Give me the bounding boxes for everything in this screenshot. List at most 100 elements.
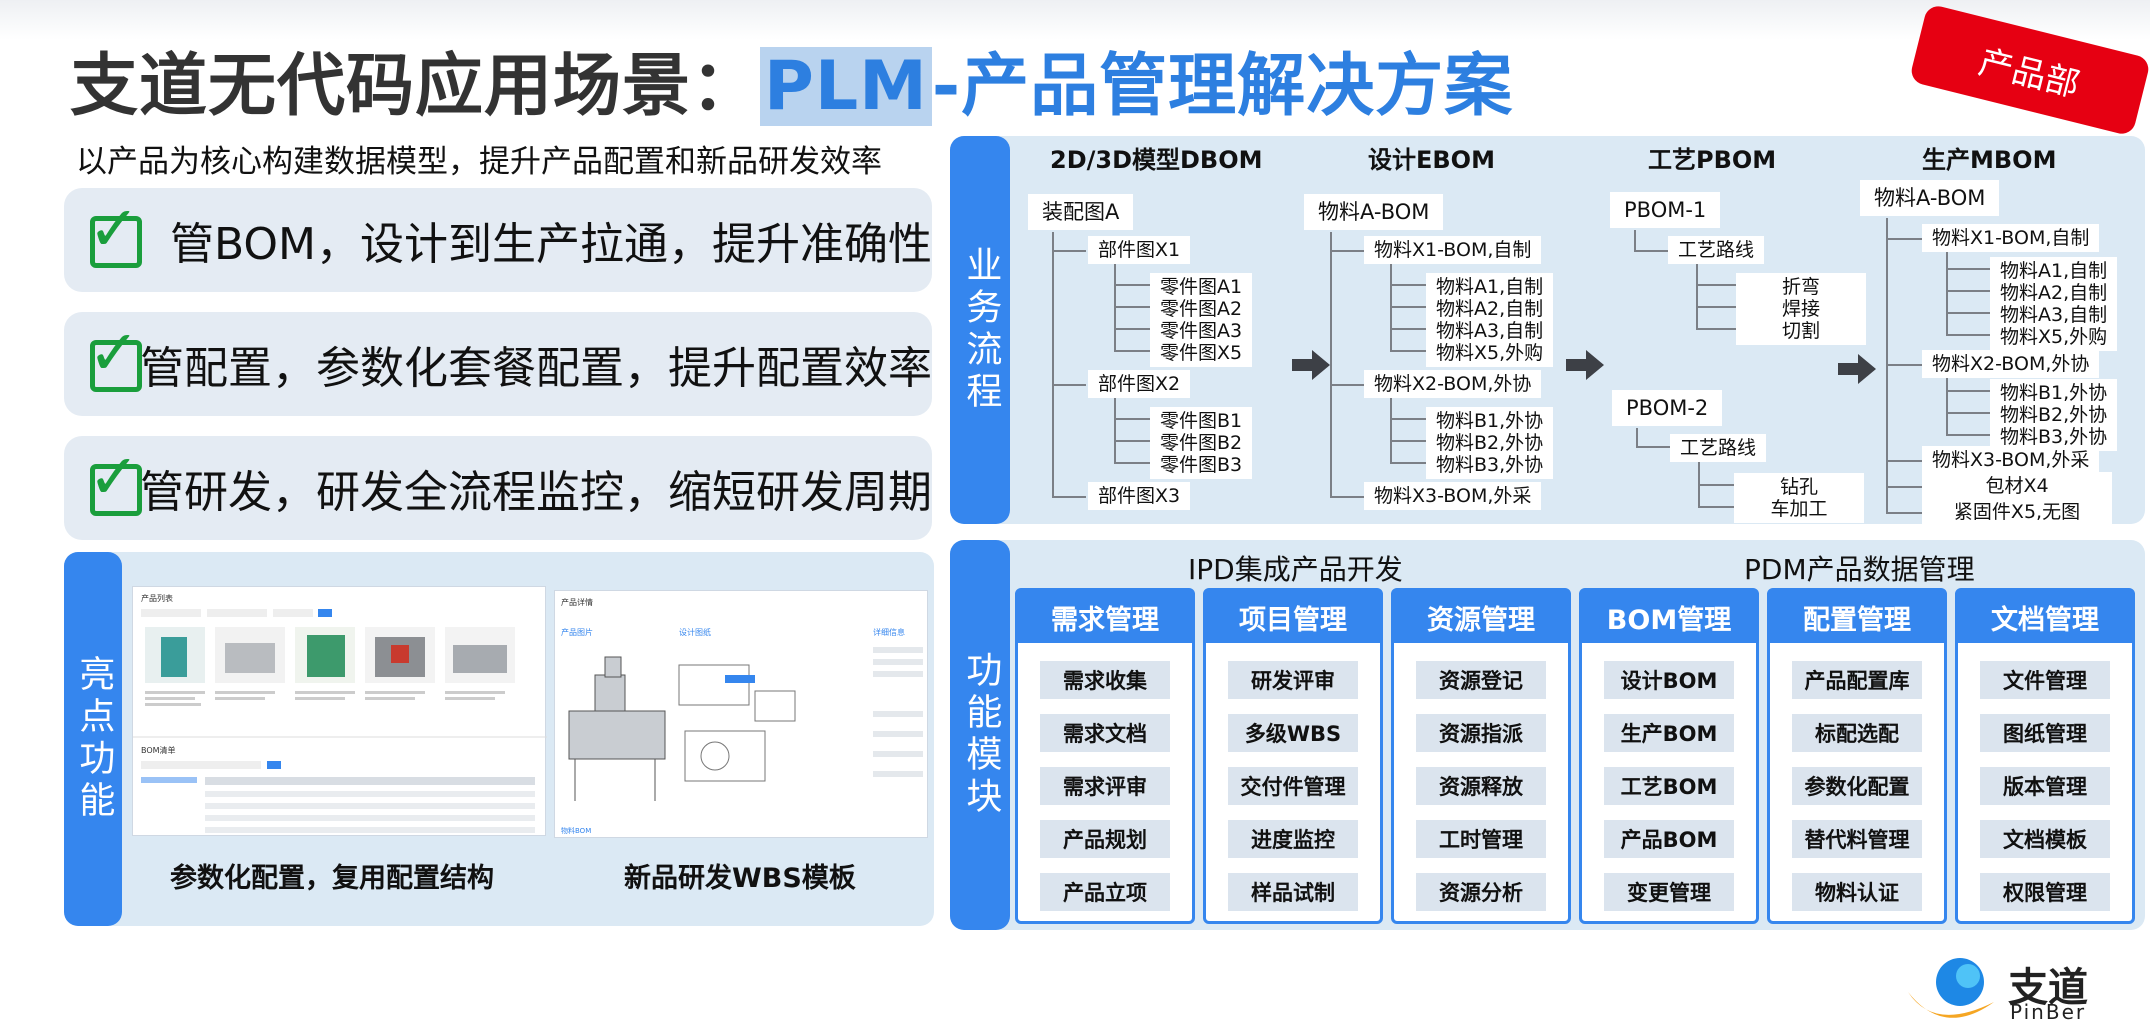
- caption-wbs: 新品研发WBS模板: [624, 863, 856, 894]
- ebom-x3: 物料X3-BOM,外采: [1364, 482, 1542, 510]
- group-pdm: PDM产品数据管理: [1744, 553, 1975, 586]
- screenshot-product-detail: 产品详情 产品图片 设计图纸 详细信息 物料BOM: [554, 590, 928, 838]
- modules-side-label: 功能模块: [950, 540, 1010, 930]
- module-item: 工时管理: [1416, 820, 1546, 858]
- module-item: 工艺BOM: [1604, 767, 1734, 805]
- logo-name: 支道: [2008, 965, 2088, 1011]
- mbom-part: 物料X5,外购: [1990, 323, 2118, 351]
- pinber-logo-icon: [1908, 958, 1994, 1018]
- mbom-x2: 物料X2-BOM,外协: [1922, 350, 2100, 378]
- module-item: 版本管理: [1980, 767, 2110, 805]
- module-resources: 资源管理 资源登记 资源指派 资源释放 工时管理 资源分析: [1391, 588, 1571, 924]
- pbom-2: PBOM-2: [1612, 390, 1723, 426]
- module-item: 变更管理: [1604, 873, 1734, 911]
- shot1-bom-title: BOM清单: [141, 745, 176, 755]
- logo-latin: PinBer: [2010, 1000, 2087, 1024]
- ebom-x1: 物料X1-BOM,自制: [1364, 236, 1542, 264]
- feature-bom: ✓ 管BOM，设计到生产拉通，提升准确性: [64, 188, 932, 292]
- dbom-part: 零件图X5: [1150, 339, 1253, 367]
- arrow-right-icon: [1292, 350, 1330, 380]
- pbom-step: 切割: [1736, 317, 1866, 345]
- column-header-pbom: 工艺PBOM: [1648, 146, 1777, 174]
- module-item: 文档模板: [1980, 820, 2110, 858]
- column-header-ebom: 设计EBOM: [1368, 146, 1495, 174]
- module-bom: BOM管理 设计BOM 生产BOM 工艺BOM 产品BOM 变更管理: [1579, 588, 1759, 924]
- checkbox-icon: ✓: [88, 322, 142, 392]
- module-title: BOM管理: [1582, 591, 1756, 643]
- module-title: 文档管理: [1958, 591, 2132, 643]
- module-config: 配置管理 产品配置库 标配选配 参数化配置 替代料管理 物料认证: [1767, 588, 1947, 924]
- column-header-mbom: 生产MBOM: [1922, 146, 2057, 174]
- side-label-text: 亮点功能: [73, 655, 115, 823]
- dbom-x3: 部件图X3: [1088, 482, 1191, 510]
- ebom-part: 物料B3,外协: [1426, 451, 1554, 479]
- module-item: 资源指派: [1416, 714, 1546, 752]
- feature-text: 管研发，研发全流程监控，缩短研发周期: [140, 467, 932, 518]
- module-item: 交付件管理: [1228, 767, 1358, 805]
- ebom-x2: 物料X2-BOM,外协: [1364, 370, 1542, 398]
- module-item: 替代料管理: [1792, 820, 1922, 858]
- ebom-part: 物料X5,外购: [1426, 339, 1554, 367]
- product-detail-mockup: 产品详情 产品图片 设计图纸 详细信息 物料BOM: [561, 597, 923, 835]
- side-label-text: 功能模块: [960, 651, 1002, 819]
- module-item: 产品配置库: [1792, 661, 1922, 699]
- module-item: 资源分析: [1416, 873, 1546, 911]
- module-item: 文件管理: [1980, 661, 2110, 699]
- module-item: 需求评审: [1040, 767, 1170, 805]
- column-header-dbom: 2D/3D模型DBOM: [1050, 146, 1263, 174]
- module-item: 设计BOM: [1604, 661, 1734, 699]
- checkbox-icon: ✓: [88, 198, 150, 268]
- module-item: 标配选配: [1792, 714, 1922, 752]
- module-item: 产品BOM: [1604, 820, 1734, 858]
- mbom-x4: 包材X4: [1922, 472, 2112, 500]
- module-item: 产品立项: [1040, 873, 1170, 911]
- feature-config: ✓ 管配置，参数化套餐配置，提升配置效率: [64, 312, 932, 416]
- pbom-1: PBOM-1: [1610, 192, 1721, 228]
- dbom-x1: 部件图X1: [1088, 236, 1191, 264]
- module-title: 资源管理: [1394, 591, 1568, 643]
- pbom-route-1: 工艺路线: [1668, 236, 1765, 264]
- module-title: 配置管理: [1770, 591, 1944, 643]
- shot2-img-label: 产品图片: [561, 627, 593, 637]
- shot1-title: 产品列表: [141, 593, 173, 603]
- module-title: 需求管理: [1018, 591, 1192, 643]
- title-suffix: -产品管理解决方案: [931, 47, 1514, 126]
- shot2-title: 产品详情: [561, 597, 593, 607]
- pbom-step: 车加工: [1734, 495, 1864, 523]
- subtitle: 以产品为核心构建数据模型，提升产品配置和新品研发效率: [76, 144, 882, 180]
- screenshot-product-list: 产品列表 BOM清单: [132, 586, 547, 836]
- module-item: 进度监控: [1228, 820, 1358, 858]
- caption-config: 参数化配置，复用配置结构: [170, 863, 494, 894]
- module-requirements: 需求管理 需求收集 需求文档 需求评审 产品规划 产品立项: [1015, 588, 1195, 924]
- business-side-label: 业务流程: [950, 136, 1010, 524]
- module-item: 权限管理: [1980, 873, 2110, 911]
- shot2-bom-label: 物料BOM: [561, 826, 591, 835]
- module-item: 生产BOM: [1604, 714, 1734, 752]
- module-item: 图纸管理: [1980, 714, 2110, 752]
- feature-rd: ✓ 管研发，研发全流程监控，缩短研发周期: [64, 436, 932, 540]
- highlights-side-label: 亮点功能: [64, 552, 122, 926]
- module-item: 多级WBS: [1228, 714, 1358, 752]
- module-item: 产品规划: [1040, 820, 1170, 858]
- side-label-text: 业务流程: [960, 246, 1002, 414]
- module-documents: 文档管理 文件管理 图纸管理 版本管理 文档模板 权限管理: [1955, 588, 2135, 924]
- title-plm: PLM: [760, 47, 932, 126]
- module-item: 需求收集: [1040, 661, 1170, 699]
- module-title: 项目管理: [1206, 591, 1380, 643]
- feature-text: 管BOM，设计到生产拉通，提升准确性: [169, 219, 932, 270]
- dbom-x2: 部件图X2: [1088, 370, 1191, 398]
- feature-text: 管配置，参数化套餐配置，提升配置效率: [140, 343, 932, 394]
- module-item: 样品试制: [1228, 873, 1358, 911]
- product-list-mockup: 产品列表 BOM清单: [133, 593, 547, 833]
- module-projects: 项目管理 研发评审 多级WBS 交付件管理 进度监控 样品试制: [1203, 588, 1383, 924]
- pbom-route-2: 工艺路线: [1670, 434, 1767, 462]
- dbom-part: 零件图B3: [1150, 451, 1253, 479]
- mbom-x3: 物料X3-BOM,外采: [1922, 446, 2100, 474]
- dept-badge: 产品部: [1908, 3, 2150, 137]
- ebom-root: 物料A-BOM: [1304, 194, 1444, 230]
- shot2-drawing-label: 设计图纸: [679, 627, 711, 637]
- mbom-root: 物料A-BOM: [1860, 180, 2000, 216]
- dbom-root: 装配图A: [1028, 194, 1134, 230]
- mbom-x5: 紧固件X5,无图: [1922, 498, 2112, 526]
